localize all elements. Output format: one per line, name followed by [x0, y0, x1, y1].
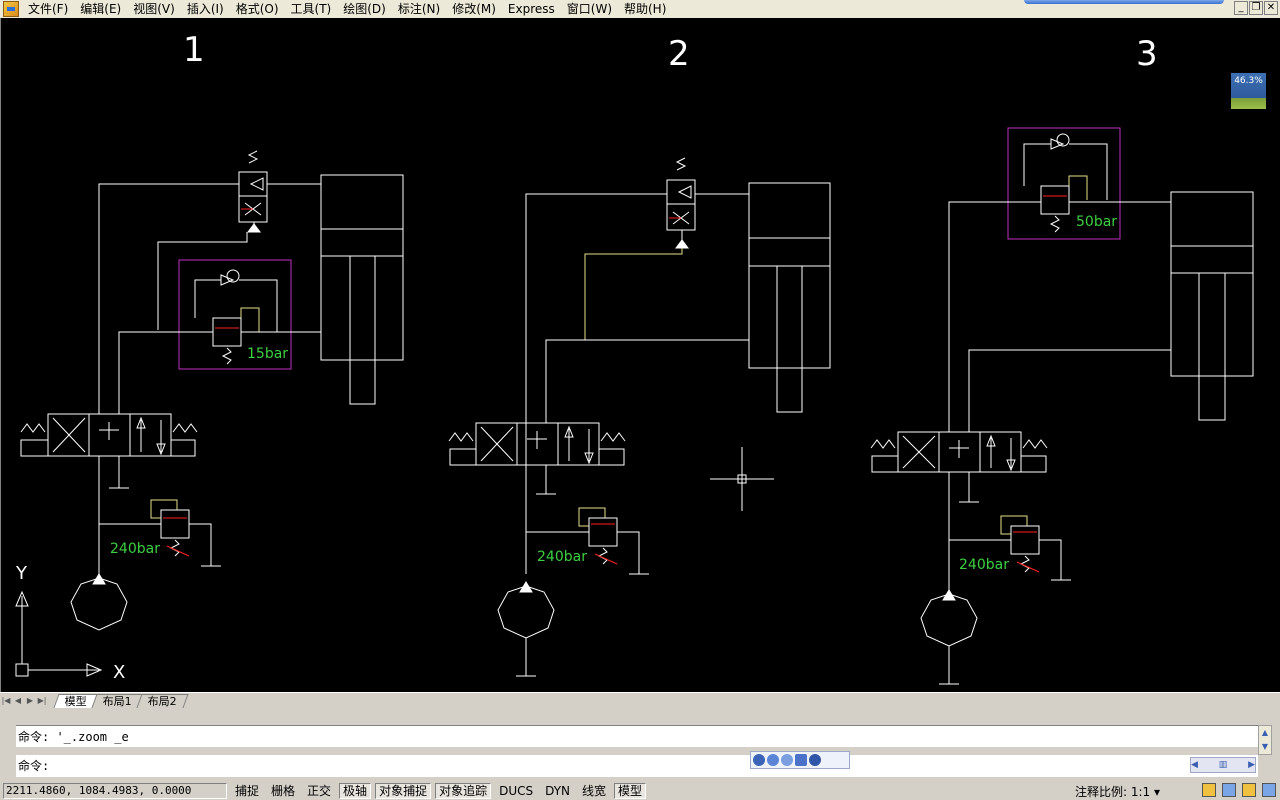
- directional-valve-1: [47, 413, 172, 457]
- menu-insert[interactable]: 插入(I): [186, 2, 224, 16]
- menu-file[interactable]: 文件(F): [28, 2, 69, 16]
- menu-express[interactable]: Express: [507, 2, 555, 16]
- menu-edit[interactable]: 编辑(E): [80, 2, 122, 16]
- menu-modify[interactable]: 修改(M): [452, 2, 496, 16]
- status-otrack-button[interactable]: 对象追踪: [435, 783, 492, 799]
- scroll-up-icon[interactable]: ▲: [1261, 728, 1269, 737]
- window-controls: _ ❐ ✕: [1234, 1, 1278, 15]
- autocad-app-icon[interactable]: [3, 1, 19, 17]
- ucs-y-label: Y: [15, 563, 28, 584]
- cylinder-2-barrel: [748, 182, 831, 369]
- ime-settings-icon[interactable]: [809, 754, 821, 766]
- status-grid-button[interactable]: 栅格: [271, 784, 296, 798]
- auto-scale-icon[interactable]: [1222, 783, 1236, 797]
- ime-mode-icon[interactable]: [767, 754, 779, 766]
- ime-logo-icon[interactable]: [753, 754, 765, 766]
- cylinder-3-rod: [1198, 272, 1226, 421]
- pressure-label-50bar: 50bar: [1076, 214, 1117, 230]
- title-bar-strip: [1024, 0, 1224, 4]
- circuit-2: 240bar: [448, 157, 831, 677]
- ime-toolbar[interactable]: [750, 751, 850, 769]
- hydraulic-schematic: 1 2 3: [15, 30, 1254, 685]
- command-scrollbar[interactable]: ▲ ▼: [1258, 725, 1272, 755]
- status-lineweight-button[interactable]: 线宽: [582, 784, 607, 798]
- pressure-label-240bar-1: 240bar: [110, 541, 160, 557]
- menu-window[interactable]: 窗口(W): [566, 2, 612, 16]
- ucs-icon: Y X: [15, 563, 125, 683]
- directional-valve-2: [475, 422, 600, 466]
- menu-dimension[interactable]: 标注(N): [397, 2, 441, 16]
- cylinder-1-barrel: [320, 174, 404, 361]
- lock-icon[interactable]: [1242, 783, 1256, 797]
- circuit-label-1: 1: [183, 30, 205, 70]
- ime-keyboard-icon[interactable]: [795, 754, 807, 766]
- cylinder-2-rod: [776, 265, 803, 413]
- menu-draw[interactable]: 绘图(D): [343, 2, 386, 16]
- tab-layout1[interactable]: 布局1: [91, 693, 144, 708]
- status-model-button[interactable]: 模型: [614, 783, 647, 799]
- menu-view[interactable]: 视图(V): [133, 2, 175, 16]
- annotation-visibility-icon[interactable]: [1202, 783, 1216, 797]
- ucs-x-label: X: [113, 662, 125, 683]
- menu-help[interactable]: 帮助(H): [624, 2, 667, 16]
- status-tray: [1202, 783, 1276, 797]
- drawing-canvas[interactable]: 1 2 3: [0, 18, 1280, 692]
- command-history-line: 命令: '_.zoom _e: [16, 725, 1258, 747]
- minimize-button[interactable]: _: [1234, 1, 1248, 15]
- menu-bar: 文件(F) 编辑(E) 视图(V) 插入(I) 格式(O) 工具(T) 绘图(D…: [0, 0, 1280, 18]
- circuit-3: 50bar: [870, 127, 1254, 685]
- tab-layout2[interactable]: 布局2: [136, 693, 189, 708]
- status-ducs-button[interactable]: DUCS: [499, 784, 534, 798]
- cylinder-3-barrel: [1170, 191, 1254, 377]
- status-snap-button[interactable]: 捕捉: [235, 784, 260, 798]
- status-ortho-button[interactable]: 正交: [307, 784, 332, 798]
- tab-prev-button[interactable]: ◀: [14, 695, 22, 705]
- ime-punct-icon[interactable]: [781, 754, 793, 766]
- directional-valve-3: [897, 431, 1022, 473]
- command-window: 命令: '_.zoom _e 命令: ▲ ▼: [0, 710, 1280, 780]
- menu-format[interactable]: 格式(O): [235, 2, 279, 16]
- pressure-label-240bar-2: 240bar: [537, 549, 587, 565]
- crosshair-cursor: [710, 447, 774, 511]
- cylinder-1-rod: [349, 255, 376, 405]
- circuit-label-2: 2: [668, 34, 690, 74]
- layout-tabs: |◀ ◀ ▶ ▶| 模型 布局1 布局2: [0, 692, 1280, 708]
- command-input[interactable]: 命令:: [16, 755, 1258, 777]
- tab-next-button[interactable]: ▶: [26, 695, 34, 705]
- valve-box-3: [1007, 127, 1121, 240]
- close-button[interactable]: ✕: [1264, 1, 1278, 15]
- tab-last-button[interactable]: ▶|: [37, 695, 47, 705]
- scroll-left-icon[interactable]: ◀: [1191, 760, 1198, 770]
- restore-button[interactable]: ❐: [1249, 1, 1263, 15]
- tab-first-button[interactable]: |◀: [1, 695, 11, 705]
- scroll-down-icon[interactable]: ▼: [1261, 742, 1269, 751]
- zoom-percent-badge: 46.3%: [1231, 73, 1266, 109]
- pump-3: [920, 593, 978, 647]
- circuit-label-3: 3: [1136, 34, 1158, 74]
- scroll-thumb[interactable]: ▥: [1218, 760, 1228, 770]
- pump-1: [70, 577, 128, 631]
- coordinates-readout: 2211.4860, 1084.4983, 0.0000: [3, 783, 227, 799]
- horizontal-scrollbar[interactable]: ◀ ▥ ▶: [1190, 757, 1256, 773]
- pressure-label-240bar-3: 240bar: [959, 557, 1009, 573]
- annotation-scale-dropdown[interactable]: 注释比例: 1:1 ▾: [1074, 785, 1160, 799]
- pressure-label-15bar: 15bar: [247, 346, 288, 362]
- valve-box-1: [178, 259, 292, 370]
- status-dyn-button[interactable]: DYN: [545, 784, 571, 798]
- status-polar-button[interactable]: 极轴: [339, 783, 372, 799]
- status-bar: 2211.4860, 1084.4983, 0.0000 捕捉 栅格 正交 极轴…: [0, 782, 1280, 800]
- scroll-right-icon[interactable]: ▶: [1248, 760, 1255, 770]
- pump-2: [497, 585, 555, 639]
- menu-tools[interactable]: 工具(T): [290, 2, 332, 16]
- clean-screen-icon[interactable]: [1262, 783, 1276, 797]
- circuit-1: 15bar: [20, 150, 404, 631]
- status-osnap-button[interactable]: 对象捕捉: [375, 783, 432, 799]
